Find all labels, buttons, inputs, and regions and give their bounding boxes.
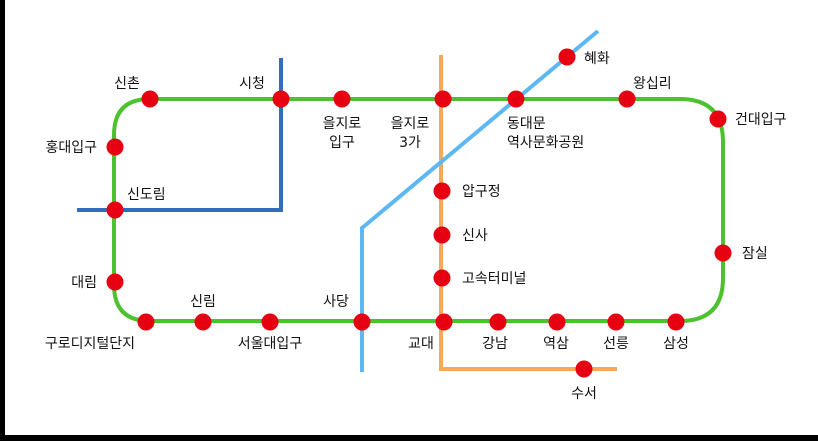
station-label-euljiro-3ga: 을지로	[391, 116, 430, 132]
station-label-apgujeong: 압구정	[462, 184, 501, 200]
station-label-city-hall: 시청	[239, 76, 265, 92]
station-dot-daerim[interactable]	[106, 273, 124, 291]
station-dot-yeoksam[interactable]	[548, 313, 566, 331]
station-gangnam[interactable]: 강남	[482, 313, 508, 353]
station-wangsimni[interactable]: 왕십리	[618, 76, 672, 108]
station-gyodae[interactable]: 교대	[408, 313, 453, 353]
station-jamsil[interactable]: 잠실	[714, 244, 768, 263]
station-dot-dongdaemun-history-culture-park[interactable]	[507, 90, 525, 108]
station-dot-euljiro-1ga[interactable]	[333, 90, 351, 108]
station-label-yeoksam: 역삼	[543, 336, 569, 352]
station-dot-hyehwa[interactable]	[558, 48, 576, 66]
station-suseo[interactable]: 수서	[571, 360, 597, 403]
line1-blue	[77, 58, 283, 212]
station-sadang[interactable]: 사당	[323, 294, 371, 331]
station-dot-konkuk-univ[interactable]	[709, 110, 727, 128]
station-label-sillim: 신림	[190, 294, 216, 310]
station-label-seoul-natl-univ: 서울대입구	[238, 336, 303, 352]
station-dot-sinsa[interactable]	[433, 226, 451, 244]
station-label-konkuk-univ: 건대입구	[735, 112, 787, 128]
station-label-seolleung: 선릉	[603, 336, 629, 352]
station-hyehwa[interactable]: 혜화	[558, 48, 610, 68]
station-label-hongik-univ: 홍대입구	[45, 140, 97, 156]
station-hongik-univ[interactable]: 홍대입구	[45, 138, 124, 157]
station-dot-guro-digital-complex[interactable]	[137, 313, 155, 331]
station-dot-apgujeong[interactable]	[433, 182, 451, 200]
station-label-sindorim: 신도림	[127, 187, 166, 203]
station-daerim[interactable]: 대림	[71, 273, 124, 292]
station-sindorim[interactable]: 신도림	[106, 187, 166, 219]
station-guro-digital-complex[interactable]: 구로디지털단지	[45, 313, 155, 353]
station-label-dongdaemun-history-culture-park: 역사문화공원	[507, 135, 584, 151]
station-dot-suseo[interactable]	[575, 360, 593, 378]
station-seoul-natl-univ[interactable]: 서울대입구	[238, 313, 303, 353]
station-seolleung[interactable]: 선릉	[603, 313, 629, 353]
station-label-euljiro-3ga: 3가	[399, 135, 421, 151]
station-dot-sillim[interactable]	[194, 313, 212, 331]
station-label-euljiro-1ga: 입구	[329, 135, 355, 151]
station-express-bus-terminal[interactable]: 고속터미널	[433, 269, 527, 288]
station-apgujeong[interactable]: 압구정	[433, 182, 501, 201]
station-sillim[interactable]: 신림	[190, 294, 216, 331]
station-dot-sindorim[interactable]	[106, 201, 124, 219]
station-dot-sinchon[interactable]	[141, 90, 159, 108]
station-label-euljiro-1ga: 을지로	[323, 116, 362, 132]
station-label-samseong: 삼성	[663, 336, 689, 352]
station-dot-gangnam[interactable]	[489, 313, 507, 331]
station-label-guro-digital-complex: 구로디지털단지	[45, 336, 135, 352]
station-dot-wangsimni[interactable]	[618, 90, 636, 108]
station-dot-euljiro-3ga[interactable]	[434, 90, 452, 108]
station-label-sinchon: 신촌	[114, 76, 140, 92]
station-dot-gyodae[interactable]	[435, 313, 453, 331]
station-label-hyehwa: 혜화	[584, 51, 610, 67]
station-label-suseo: 수서	[571, 386, 597, 402]
station-label-sadang: 사당	[323, 294, 349, 310]
station-label-gyodae: 교대	[408, 336, 434, 352]
lines-layer	[77, 29, 725, 372]
station-sinchon[interactable]: 신촌	[114, 76, 159, 108]
station-label-wangsimni: 왕십리	[633, 76, 672, 92]
station-dot-seoul-natl-univ[interactable]	[261, 313, 279, 331]
station-dot-express-bus-terminal[interactable]	[433, 269, 451, 287]
station-euljiro-3ga[interactable]: 을지로 3가	[391, 90, 452, 152]
station-dot-jamsil[interactable]	[714, 244, 732, 262]
station-dot-hongik-univ[interactable]	[106, 138, 124, 156]
station-dot-city-hall[interactable]	[272, 90, 290, 108]
station-label-gangnam: 강남	[482, 336, 508, 352]
station-label-sinsa: 신사	[462, 228, 488, 244]
station-samseong[interactable]: 삼성	[663, 313, 689, 353]
station-city-hall[interactable]: 시청	[239, 76, 290, 108]
station-yeoksam[interactable]: 역삼	[543, 313, 569, 353]
station-sinsa[interactable]: 신사	[433, 226, 488, 245]
station-dot-samseong[interactable]	[667, 313, 685, 331]
station-label-express-bus-terminal: 고속터미널	[462, 271, 526, 287]
station-dot-seolleung[interactable]	[607, 313, 625, 331]
station-label-dongdaemun-history-culture-park: 동대문	[507, 116, 546, 132]
station-label-daerim: 대림	[71, 275, 97, 291]
station-label-jamsil: 잠실	[742, 246, 768, 262]
station-dot-sadang[interactable]	[353, 313, 371, 331]
station-konkuk-univ[interactable]: 건대입구	[709, 110, 787, 129]
